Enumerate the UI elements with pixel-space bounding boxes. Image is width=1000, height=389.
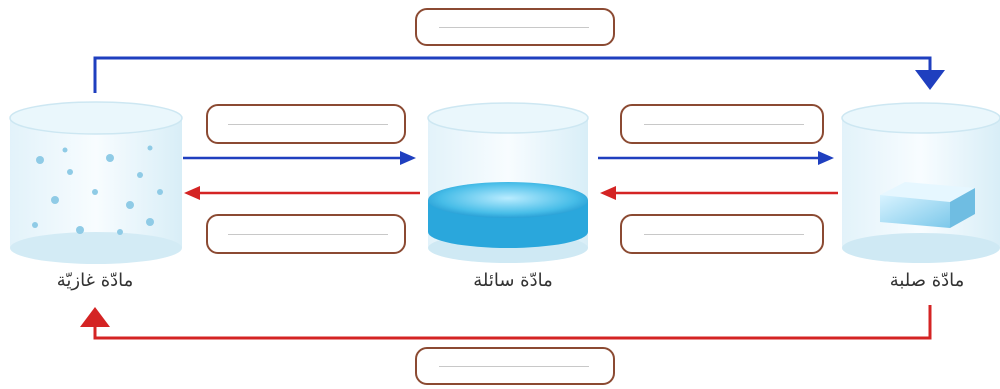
answer-line bbox=[228, 234, 388, 235]
answer-line bbox=[644, 234, 804, 235]
answer-box-gas-to-liquid[interactable] bbox=[206, 104, 406, 144]
liquid-cylinder bbox=[427, 102, 589, 263]
liquid-state-label: مادّة سائلة bbox=[473, 270, 553, 291]
ice-cube bbox=[880, 182, 975, 228]
arrow-liquid-to-solid bbox=[598, 151, 834, 165]
answer-line bbox=[439, 366, 589, 367]
answer-box-top[interactable] bbox=[415, 8, 615, 46]
answer-line bbox=[228, 124, 388, 125]
solid-state-label: مادّة صلبة bbox=[889, 270, 965, 291]
gas-state-label: مادّة غازيّة bbox=[56, 270, 134, 291]
answer-line bbox=[439, 27, 589, 28]
answer-box-solid-to-liquid[interactable] bbox=[620, 214, 824, 254]
arrow-solid-to-liquid bbox=[600, 186, 838, 200]
answer-line bbox=[644, 124, 804, 125]
answer-box-liquid-to-gas[interactable] bbox=[206, 214, 406, 254]
gas-cylinder bbox=[9, 101, 183, 264]
arrow-gas-to-solid bbox=[93, 56, 945, 93]
arrow-solid-to-gas bbox=[80, 305, 932, 340]
answer-box-bottom[interactable] bbox=[415, 347, 615, 385]
arrow-liquid-to-gas bbox=[184, 186, 420, 200]
solid-cylinder bbox=[841, 102, 1000, 263]
answer-box-liquid-to-solid[interactable] bbox=[620, 104, 824, 144]
arrow-gas-to-liquid bbox=[183, 151, 416, 165]
